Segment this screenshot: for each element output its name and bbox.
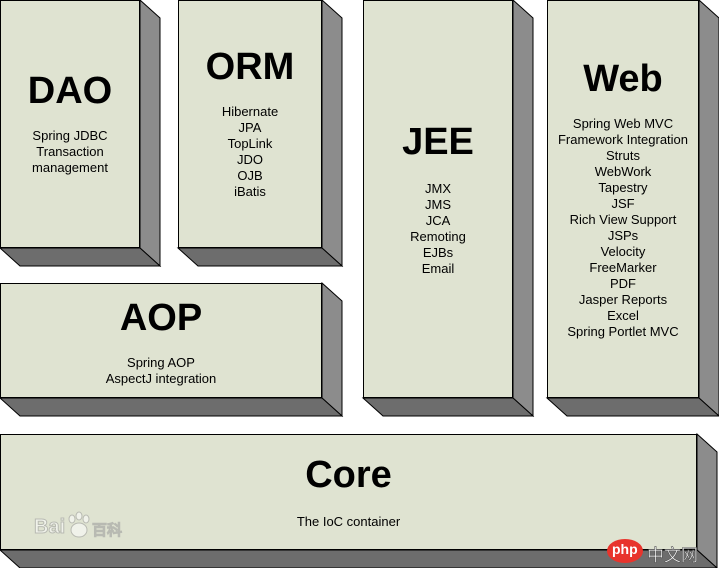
module-title: DAO — [27, 70, 113, 112]
module-item: The IoC container — [296, 514, 401, 529]
module-item: Remoting — [410, 229, 466, 244]
module-core-shape — [0, 432, 718, 568]
module-jee: JEE JMX JMS JCA Remoting EJBs Email — [361, 0, 535, 418]
module-item: Email — [421, 261, 455, 276]
module-dao: DAO Spring JDBC Transaction management — [0, 0, 162, 268]
module-aop-shape — [0, 281, 344, 418]
module-web-shape — [545, 0, 719, 417]
module-item: JSF — [611, 196, 635, 211]
module-item: JPA — [238, 120, 262, 135]
baidu-watermark-latin: Bai — [33, 516, 66, 539]
baidu-watermark: Bai 百科 — [30, 510, 125, 542]
php-watermark: php 中文网 — [607, 534, 715, 566]
module-item: Velocity — [600, 244, 646, 259]
module-title: AOP — [119, 297, 203, 339]
module-item: Spring Portlet MVC — [567, 324, 679, 339]
module-item: Transaction — [36, 144, 104, 159]
module-item: Tapestry — [598, 180, 648, 195]
module-orm: ORM Hibernate JPA TopLink JDO OJB iBatis — [176, 0, 344, 268]
module-aop: AOP Spring AOP AspectJ integration — [0, 281, 344, 418]
module-item: Excel — [607, 308, 639, 323]
module-item: Rich View Support — [569, 212, 677, 227]
module-item: WebWork — [594, 164, 652, 179]
php-logo-icon — [607, 539, 643, 563]
module-orm-shape — [176, 0, 344, 268]
module-web: Web Spring Web MVC Framework Integration… — [545, 0, 719, 417]
module-title: Core — [305, 454, 392, 496]
module-item: TopLink — [227, 136, 273, 151]
module-item: Spring AOP — [127, 355, 195, 370]
module-item: EJBs — [422, 245, 454, 260]
baidu-paw-icon — [68, 511, 90, 538]
module-item: JDO — [237, 152, 263, 167]
module-item: Struts — [606, 148, 640, 163]
module-title: Web — [583, 58, 663, 100]
module-item: iBatis — [234, 184, 266, 199]
module-item: management — [32, 160, 108, 175]
module-item: FreeMarker — [589, 260, 657, 275]
module-dao-shape — [0, 0, 162, 268]
module-item: JMX — [425, 181, 451, 196]
module-item: PDF — [610, 276, 636, 291]
module-item: JMS — [425, 197, 451, 212]
module-item: Framework Integration — [557, 132, 689, 147]
module-item: AspectJ integration — [105, 371, 217, 386]
module-item: Spring JDBC — [32, 128, 108, 143]
module-item: JCA — [425, 213, 451, 228]
php-watermark-cjk: 中文网 — [647, 546, 699, 566]
module-title: JEE — [402, 121, 474, 163]
baidu-watermark-cjk: 百科 — [92, 522, 123, 540]
module-item: Spring Web MVC — [572, 116, 674, 131]
module-core: Core The IoC container — [0, 432, 719, 568]
module-item: Jasper Reports — [578, 292, 668, 307]
module-item: Hibernate — [221, 104, 279, 119]
php-logo-text: php — [612, 541, 638, 557]
module-title: ORM — [205, 46, 295, 88]
module-item: OJB — [237, 168, 263, 183]
module-jee-shape — [361, 0, 535, 418]
module-item: JSPs — [607, 228, 639, 243]
